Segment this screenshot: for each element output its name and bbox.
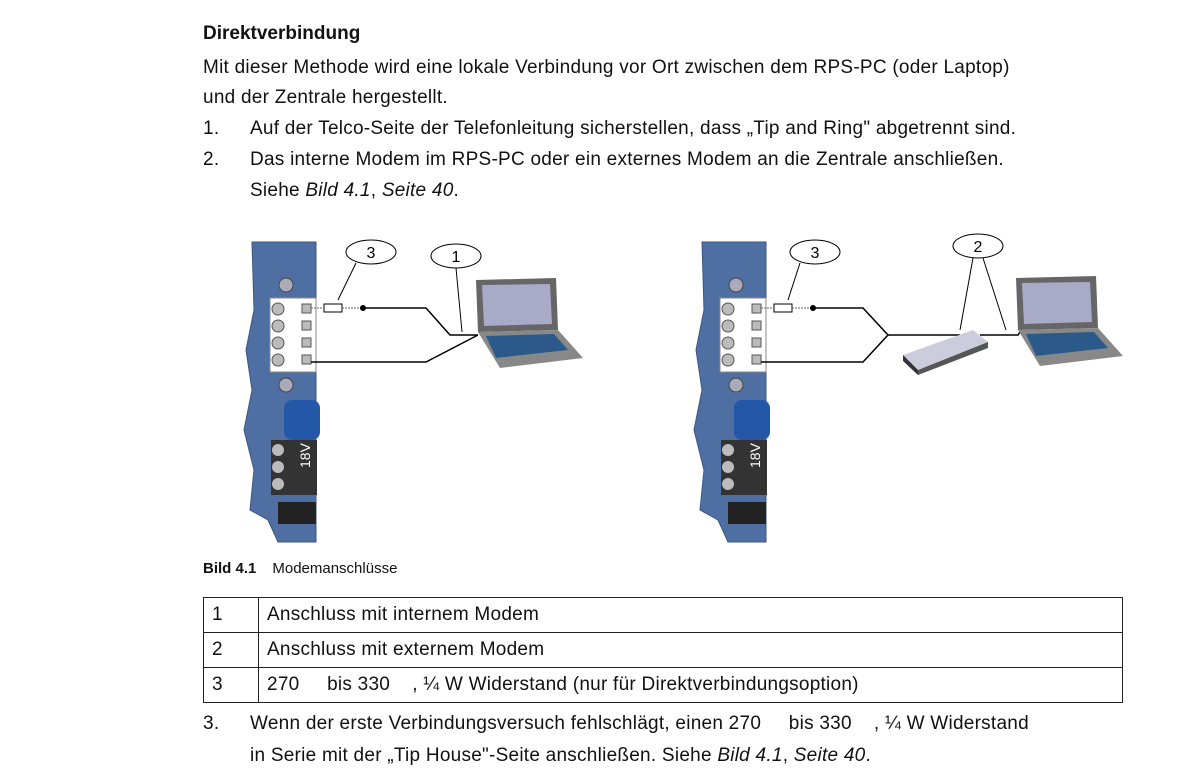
step-2-number: 2. [203,149,220,170]
caption-label: Bild 4.1 [203,560,257,577]
diagram-external-modem: 18V 3 2 [693,233,1123,543]
ref-sep: , [782,745,794,766]
figure-link[interactable]: Bild 4.1 [717,745,783,766]
callout-3: 3 [367,245,376,262]
figure-link[interactable]: Bild 4.1 [305,180,371,201]
figure-caption: Bild 4.1 Modemanschlüsse [203,560,397,577]
intro-line-1: Mit dieser Methode wird eine lokale Verb… [203,57,1010,78]
laptop-icon [1016,276,1123,366]
step-2-text: Das interne Modem im RPS-PC oder ein ext… [250,149,1004,170]
step-3-number: 3. [203,713,220,734]
row-text: 270 bis 330 , ¼ W Widerstand (nur für Di… [258,667,1123,703]
ref-prefix: Siehe [250,180,306,201]
section-heading: Direktverbindung [203,23,361,44]
diagram-internal-modem: 18V 3 1 [243,239,583,543]
row-text: Anschluss mit internem Modem [258,597,1123,633]
page-link[interactable]: Seite 40 [793,745,866,766]
step-3-line-2: in Serie mit der „Tip House"-Seite ansch… [250,745,718,766]
step-1-number: 1. [203,118,220,139]
step-3-text: Wenn der erste Verbindungsversuch fehlsc… [250,713,1029,734]
step-2-reference: Siehe Bild 4.1, Seite 40. [250,180,459,202]
row-text: Anschluss mit externem Modem [258,632,1123,668]
laptop-icon [476,278,583,368]
intro-line-2: und der Zentrale hergestellt. [203,87,448,108]
step-1-text: Auf der Telco-Seite der Telefonleitung s… [250,118,1017,139]
callout-1: 1 [452,249,461,266]
ref-end: . [865,745,872,766]
row-number: 2 [203,632,259,668]
callout-2: 2 [974,239,983,256]
voltage-label: 18V [297,442,313,468]
row-number: 1 [203,597,259,633]
external-modem-icon [903,330,988,375]
ref-end: . [453,180,460,201]
caption-text: Modemanschlüsse [272,560,398,577]
row-number: 3 [203,667,259,703]
page-link[interactable]: Seite 40 [381,180,454,201]
callout-3: 3 [811,245,820,262]
step-3-reference: in Serie mit der „Tip House"-Seite ansch… [250,745,871,767]
voltage-label: 18V [747,442,763,468]
ref-sep: , [370,180,382,201]
